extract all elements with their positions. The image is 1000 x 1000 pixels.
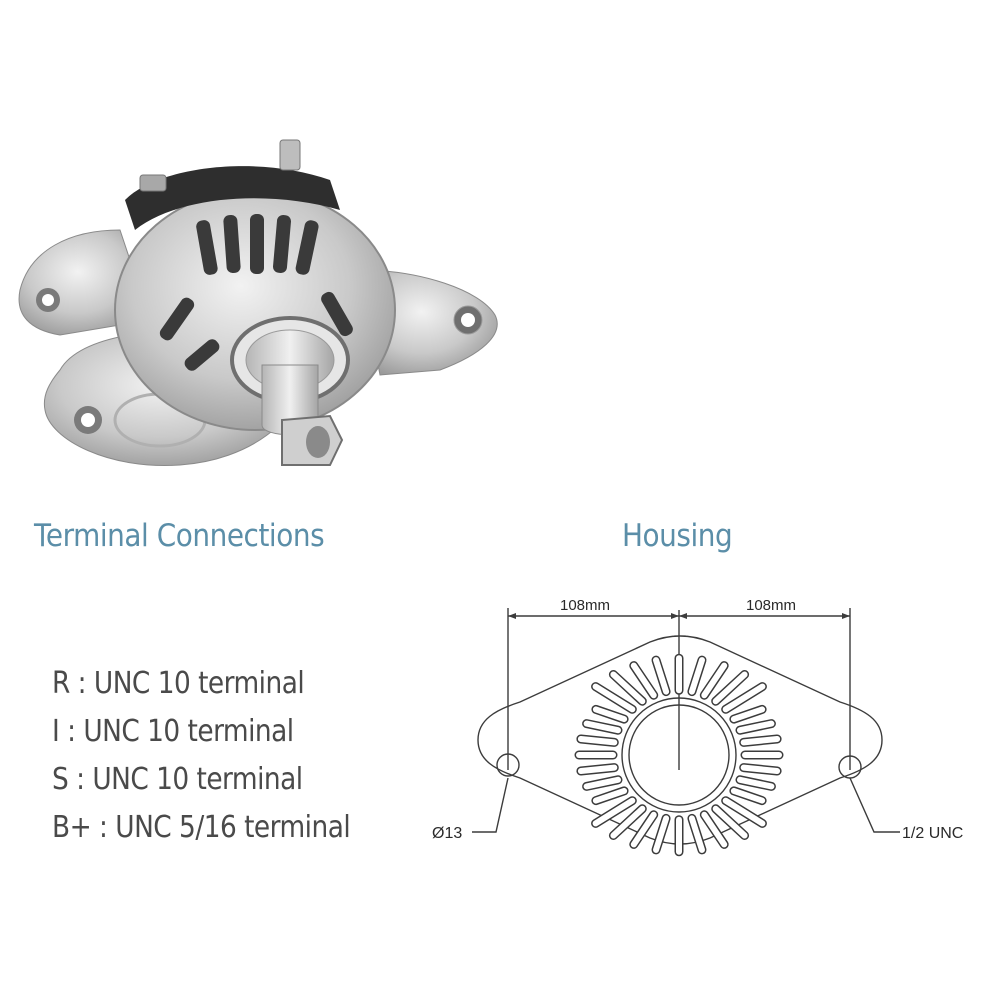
dimension-left-label: 108mm	[560, 597, 610, 614]
terminal-connections-list: R : UNC 10 terminal I : UNC 10 terminal …	[52, 664, 351, 856]
fin-fill	[722, 683, 766, 713]
fin-fill	[630, 662, 657, 699]
fin-fill	[730, 706, 766, 723]
mount-hole-left	[496, 753, 520, 777]
fin-fill	[583, 776, 621, 790]
fin-fill	[610, 671, 646, 705]
terminal-r: R : UNC 10 terminal	[52, 666, 305, 701]
fin-fill	[653, 815, 670, 853]
fin-fill	[712, 805, 748, 839]
pulley-shaft	[230, 316, 350, 466]
fin-fill	[737, 776, 775, 790]
leader-left	[472, 777, 509, 833]
bearing-outer-ring	[621, 697, 737, 813]
fin-fill	[577, 764, 618, 774]
fin-fill	[583, 720, 621, 734]
housing-outline	[477, 635, 883, 845]
terminal-i: I : UNC 10 terminal	[52, 714, 294, 749]
fin-fill	[737, 720, 775, 734]
fin-fill	[630, 811, 657, 848]
fin-fill	[722, 797, 766, 827]
housing-title: Housing	[622, 518, 733, 554]
terminal-b-plus: B+ : UNC 5/16 terminal	[52, 810, 351, 845]
alternator-photo	[18, 139, 498, 467]
fin-fill	[740, 736, 781, 746]
hole-label-left: Ø13	[432, 825, 462, 842]
fin-fill	[592, 706, 628, 723]
fin-fill	[688, 815, 705, 853]
fin-fill	[740, 764, 781, 774]
fin-fill	[653, 657, 670, 695]
housing-drawing: 108mm 108mm Ø13 1/2 UNC	[432, 597, 963, 857]
terminal-connections-title: Terminal Connections	[34, 518, 325, 554]
fin-fill	[730, 787, 766, 804]
fin-fill	[701, 662, 728, 699]
hole-label-right: 1/2 UNC	[902, 825, 963, 842]
fin-fill	[592, 787, 628, 804]
fin-fill	[712, 671, 748, 705]
bearing-inner-ring	[628, 704, 730, 806]
fin-fill	[610, 805, 646, 839]
dimension-right-label: 108mm	[746, 597, 796, 614]
leader-right	[849, 777, 900, 833]
fin-fill	[592, 797, 636, 827]
fin-fill	[688, 657, 705, 695]
fin-fill	[577, 736, 618, 746]
terminal-s: S : UNC 10 terminal	[52, 762, 303, 797]
cooling-fins	[574, 653, 784, 857]
fin-fill	[701, 811, 728, 848]
fin-fill	[592, 683, 636, 713]
